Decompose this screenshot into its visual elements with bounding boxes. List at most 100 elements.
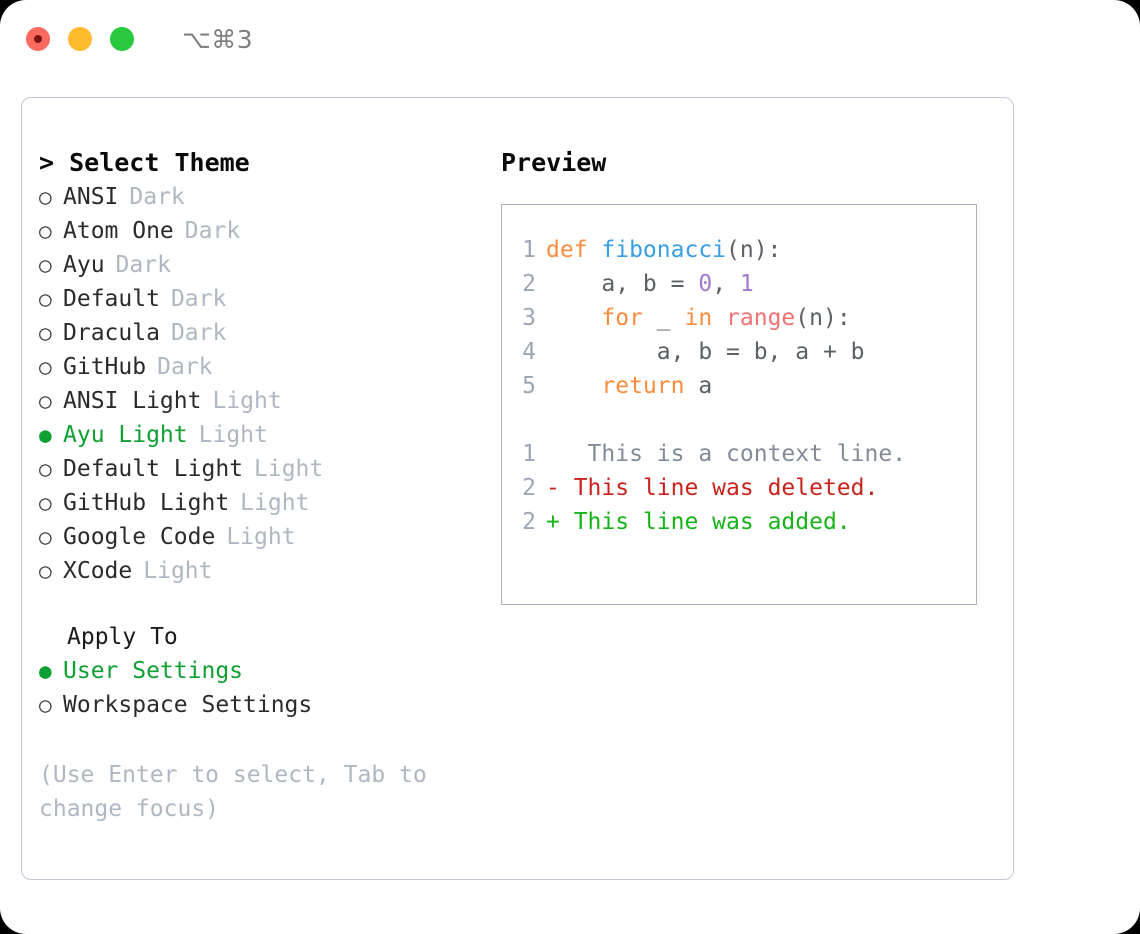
code-token-kw: return <box>601 373 685 399</box>
radio-selected-icon: ● <box>39 659 52 683</box>
diff-line-content: This is a context line. <box>559 441 907 467</box>
minimize-button[interactable] <box>68 27 92 51</box>
radio-unselected-icon: ○ <box>39 185 52 209</box>
radio-unselected-icon: ○ <box>39 321 52 345</box>
apply-to-option-label: Workspace Settings <box>63 692 313 718</box>
code-token-plain: a, b = <box>546 271 699 297</box>
apply-to-option[interactable]: ●User Settings <box>39 654 479 688</box>
code-token-plain: _ <box>642 305 685 331</box>
code-token-plain: a <box>684 373 713 399</box>
code-token-punct: (n): <box>795 305 851 331</box>
theme-category: Dark <box>184 218 241 244</box>
apply-to-option[interactable]: ○ Workspace Settings <box>39 688 479 722</box>
diff-marker: + <box>546 509 560 535</box>
radio-unselected-icon: ○ <box>39 525 52 549</box>
code-line: 2 a, b = 0, 1 <box>502 267 976 301</box>
theme-name: GitHub <box>63 354 147 380</box>
preview-heading: Preview <box>501 148 607 177</box>
code-token-punct: (n): <box>726 237 782 263</box>
theme-category: Dark <box>170 286 227 312</box>
window-controls <box>26 27 134 51</box>
theme-name: Default Light <box>63 456 244 482</box>
code-line-number: 1 <box>522 237 536 263</box>
code-line: 5 return a <box>502 369 976 403</box>
code-token-plain <box>712 305 726 331</box>
diff-line: 2- This line was deleted. <box>502 471 976 505</box>
theme-list-item[interactable]: ○ GitHub Dark <box>39 350 479 384</box>
theme-category: Dark <box>170 320 227 346</box>
code-line: 3 for _ in range(n): <box>502 301 976 335</box>
theme-name: Google Code <box>63 524 216 550</box>
apply-to-options[interactable]: ●User Settings ○ Workspace Settings <box>39 654 479 722</box>
theme-name: Dracula <box>63 320 160 346</box>
radio-unselected-icon: ○ <box>39 457 52 481</box>
theme-name: Ayu <box>63 252 105 278</box>
title-bar: ⌥⌘3 <box>0 0 1140 78</box>
code-token-num: 1 <box>739 271 754 297</box>
diff-line: 1 This is a context line. <box>502 437 976 471</box>
code-token-build: range <box>726 305 796 331</box>
diff-sample: 1 This is a context line.2- This line wa… <box>502 437 976 539</box>
radio-unselected-icon: ○ <box>39 559 52 583</box>
diff-line: 2+ This line was added. <box>502 505 976 539</box>
theme-name: XCode <box>63 558 133 584</box>
theme-name: GitHub Light <box>63 490 230 516</box>
theme-category: Light <box>254 456 324 482</box>
theme-category: Light <box>212 388 282 414</box>
select-theme-heading: > Select Theme <box>39 148 250 177</box>
theme-name: ANSI <box>63 184 119 210</box>
code-line-content: for _ in range(n): <box>546 301 851 335</box>
apply-to-label: Apply To <box>67 624 178 650</box>
code-line: 4 a, b = b, a + b <box>502 335 976 369</box>
code-token-kw: def <box>546 237 602 263</box>
diff-line-content: This line was deleted. <box>559 475 879 501</box>
keyboard-hint-text: (Use Enter to select, Tab to change focu… <box>39 762 427 822</box>
radio-unselected-icon: ○ <box>39 287 52 311</box>
diff-line-content: This line was added. <box>559 509 851 535</box>
diff-line-number: 1 <box>522 441 536 467</box>
code-line-number: 4 <box>522 339 536 365</box>
radio-unselected-icon: ○ <box>39 389 52 413</box>
code-token-plain <box>546 373 601 399</box>
code-line-content: a, b = b, a + b <box>546 335 865 369</box>
maximize-button[interactable] <box>110 27 134 51</box>
theme-list-item[interactable]: ○ Default Light Light <box>39 452 479 486</box>
radio-unselected-icon: ○ <box>39 355 52 379</box>
theme-category: Dark <box>157 354 213 380</box>
code-token-kw: for <box>601 305 643 331</box>
code-token-num: 0 <box>698 271 713 297</box>
radio-unselected-icon: ○ <box>39 693 52 717</box>
theme-list-item[interactable]: ○ Dracula Dark <box>39 316 479 350</box>
close-button[interactable] <box>26 27 50 51</box>
code-line-number: 2 <box>522 271 536 297</box>
radio-unselected-icon: ○ <box>39 491 52 515</box>
diff-marker: - <box>546 475 560 501</box>
theme-name: Ayu Light <box>63 422 188 448</box>
code-line-number: 5 <box>522 373 536 399</box>
code-token-kw: in <box>684 305 713 331</box>
diff-line-number: 2 <box>522 475 536 501</box>
theme-category: Light <box>198 422 268 448</box>
theme-name: Atom One <box>63 218 174 244</box>
code-token-plain: a, b = b, a + b <box>546 339 865 365</box>
code-spacer <box>502 403 976 437</box>
theme-category: Dark <box>129 184 185 210</box>
theme-category: Dark <box>115 252 171 278</box>
diff-marker <box>546 437 560 471</box>
theme-list-item[interactable]: ○ ANSI Dark <box>39 180 479 214</box>
code-line-content: return a <box>546 369 712 403</box>
